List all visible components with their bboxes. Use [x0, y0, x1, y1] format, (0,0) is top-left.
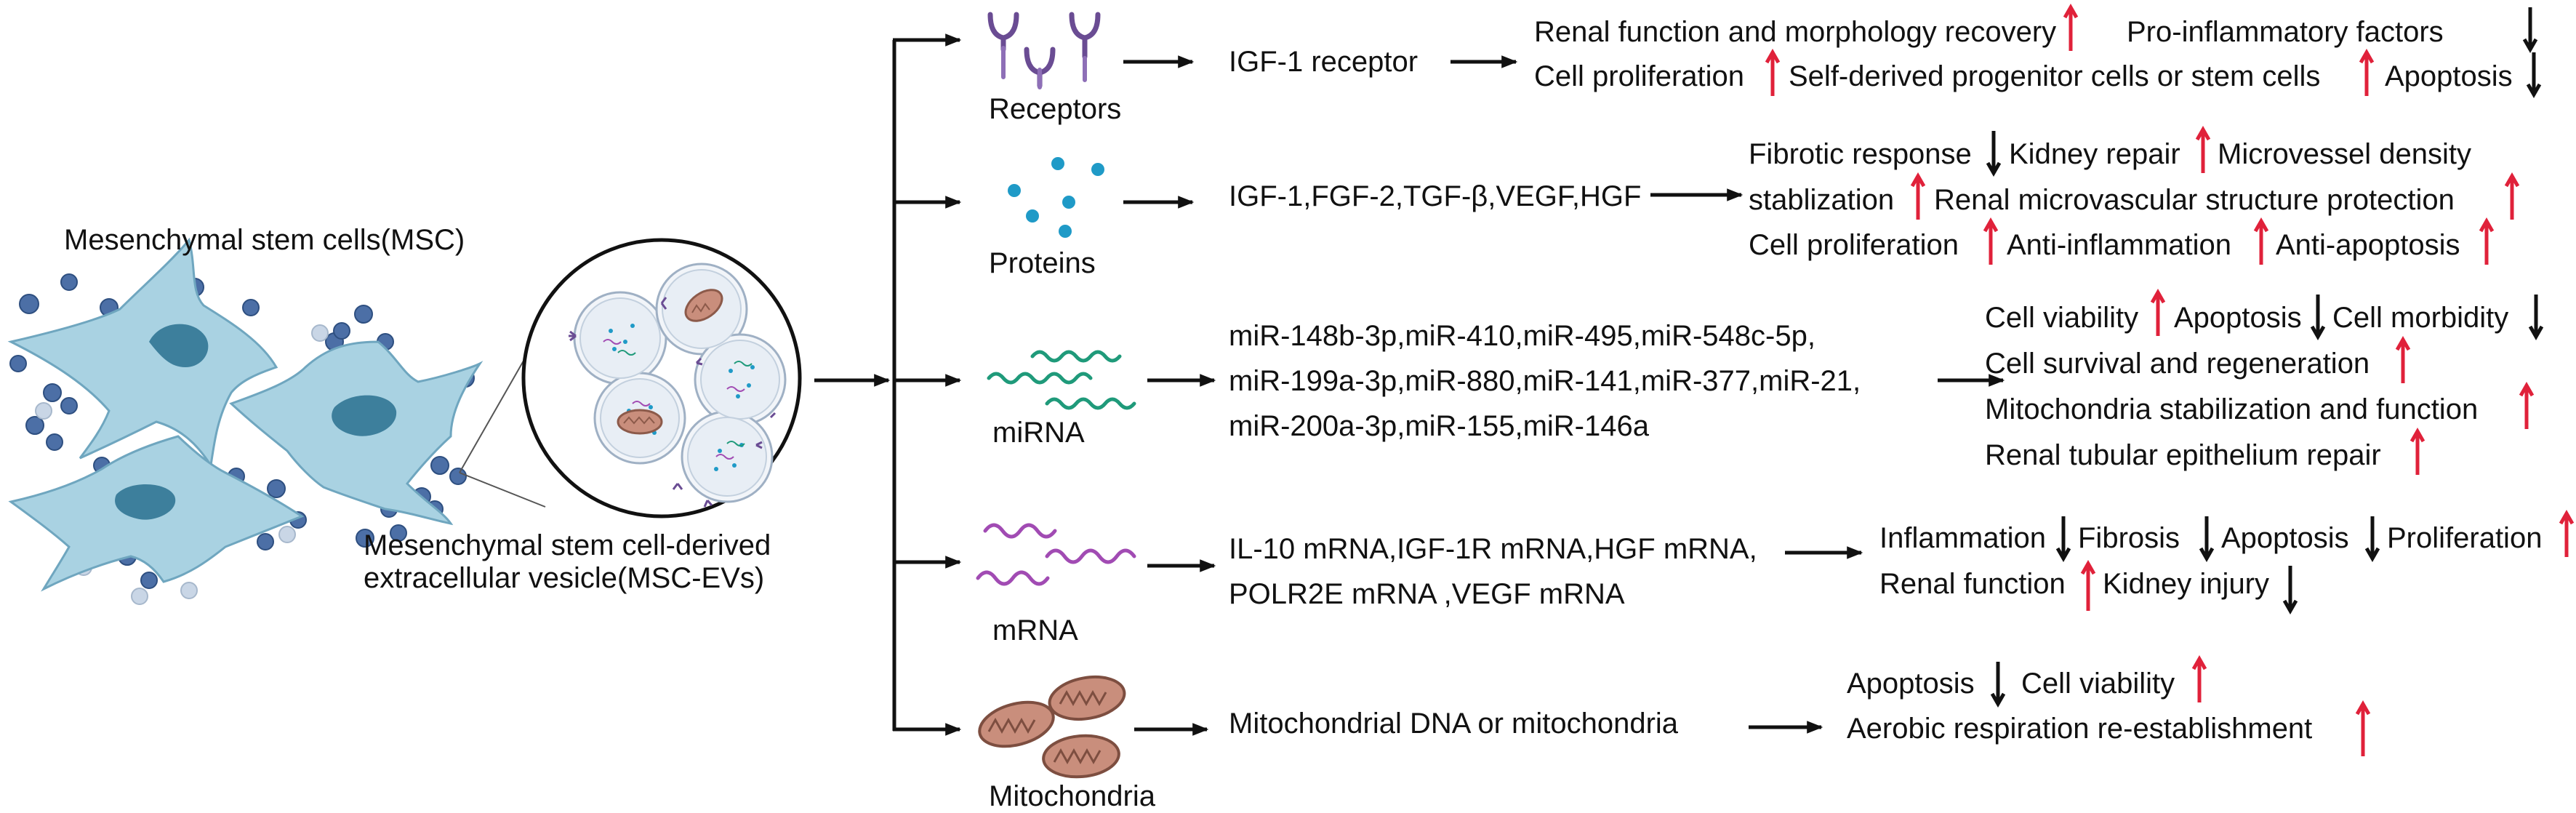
effect-m-a: Inflammation: [1879, 522, 2046, 554]
zoom-line: [459, 341, 535, 473]
up-arrow-icon: [1983, 217, 1999, 265]
cargo-arrows: [1123, 55, 1216, 736]
effect-mi-a: Cell viability: [1985, 302, 2138, 334]
msc-cell: [7, 237, 278, 469]
effect-m-b: Fibrosis: [2078, 522, 2180, 554]
down-arrow-icon: [2199, 516, 2215, 563]
up-arrow-icon: [2504, 172, 2520, 220]
effect-mi-b: Apoptosis: [2174, 302, 2302, 334]
zoom-line: [459, 472, 546, 508]
down-arrow-icon: [2526, 52, 2542, 99]
up-arrow-icon: [2479, 217, 2495, 265]
effect-p-e: Renal microvascular structure protection: [1934, 184, 2455, 216]
effect-r1-e: Apoptosis: [2385, 60, 2513, 92]
effect-p-b: Kidney repair: [2009, 138, 2180, 170]
ev-mitochondrion: [684, 289, 723, 322]
up-arrow-icon: [2355, 700, 2371, 756]
proteins-label: Proteins: [989, 247, 1096, 279]
up-arrow-icon: [2359, 48, 2375, 96]
effect-r1-b: Pro-inflammatory factors: [2127, 16, 2444, 48]
molecule-mrna-1: IL-10 mRNA,IGF-1R mRNA,HGF mRNA,: [1229, 533, 1757, 565]
mitochondria-label: Mitochondria: [989, 780, 1156, 812]
effect-mi-d: Cell survival and regeneration: [1985, 348, 2370, 380]
up-arrow-icon: [2080, 559, 2096, 611]
up-arrow-icon: [2395, 335, 2411, 383]
effect-p-d: stablization: [1749, 184, 1894, 216]
down-arrow-icon: [2522, 7, 2538, 54]
effect-mt-c: Aerobic respiration re-establishment: [1847, 713, 2312, 745]
up-arrow-icon: [2253, 217, 2269, 265]
molecule-mrna-2: POLR2E mRNA ,VEGF mRNA: [1229, 578, 1625, 610]
effect-p-g: Anti-inflammation: [2007, 229, 2231, 261]
molecule-mirna-1: miR-148b-3p,miR-410,miR-495,miR-548c-5p,: [1229, 320, 1815, 352]
effect-mt-a: Apoptosis: [1847, 668, 1975, 700]
down-arrow-icon: [2364, 516, 2380, 563]
up-arrow-icon: [2410, 427, 2425, 475]
molecule-mirna-3: miR-200a-3p,miR-155,miR-146a: [1229, 410, 1650, 442]
mrna-icon: [976, 523, 1136, 586]
molecule-receptors: IGF-1 receptor: [1229, 46, 1418, 78]
effect-p-c: Microvessel density: [2218, 138, 2471, 170]
up-arrow-icon: [2195, 125, 2211, 173]
effect-mt-b: Cell viability: [2021, 668, 2175, 700]
up-arrow-icon: [2191, 654, 2207, 702]
protein-icon: [1008, 157, 1104, 238]
mirna-label: miRNA: [992, 417, 1085, 449]
down-arrow-icon: [1986, 131, 2002, 177]
effect-mi-f: Renal tubular epithelium repair: [1985, 439, 2381, 471]
up-arrow-icon: [1910, 172, 1926, 220]
mitochondria-icon: [978, 675, 1126, 779]
molecule-mitochondria: Mitochondrial DNA or mitochondria: [1229, 708, 1679, 740]
receptors-label: Receptors: [989, 93, 1121, 125]
ev-mitochondrion: [617, 409, 663, 435]
effect-mi-e: Mitochondria stabilization and function: [1985, 393, 2478, 425]
up-arrow-icon: [1765, 48, 1781, 96]
msc-nucleus: [149, 324, 209, 367]
ev-zoom-circle: [521, 238, 802, 518]
ev-label-line2: extracellular vesicle(MSC-EVs): [364, 562, 764, 594]
molecule-mirna-2: miR-199a-3p,miR-880,miR-141,miR-377,miR-…: [1229, 365, 1861, 397]
effect-m-d: Proliferation: [2387, 522, 2542, 554]
ev-label-line1: Mesenchymal stem cell-derived: [364, 529, 771, 561]
effect-p-h: Anti-apoptosis: [2276, 229, 2460, 261]
effect-m-f: Kidney injury: [2103, 568, 2269, 600]
down-arrow-icon: [2055, 516, 2071, 563]
effect-mi-c: Cell morbidity: [2332, 302, 2508, 334]
effect-p-f: Cell proliferation: [1749, 229, 1959, 261]
up-arrow-icon: [2063, 3, 2079, 51]
up-arrow-icon: [2559, 509, 2575, 557]
down-arrow-icon: [2282, 566, 2298, 615]
mrna-label: mRNA: [992, 614, 1078, 646]
effect-r1-c: Cell proliferation: [1534, 60, 1744, 92]
msc-cells-illustration: [7, 237, 483, 605]
up-arrow-icon: [2519, 381, 2535, 429]
mirna-icon: [987, 350, 1136, 410]
msc-nucleus: [115, 484, 176, 520]
molecule-proteins: IGF-1,FGF-2,TGF-β,VEGF,HGF: [1229, 180, 1641, 212]
effect-m-e: Renal function: [1879, 568, 2066, 600]
effect-arrows: [1450, 55, 2005, 734]
effect-p-a: Fibrotic response: [1749, 138, 1972, 170]
msc-label: Mesenchymal stem cells(MSC): [64, 224, 465, 256]
effect-m-c: Apoptosis: [2221, 522, 2349, 554]
branch-connector: [814, 33, 962, 736]
effect-r1-a: Renal function and morphology recovery: [1534, 16, 2056, 48]
receptor-icon: [987, 12, 1101, 89]
down-arrow-icon: [2528, 295, 2544, 341]
effect-r1-d: Self-derived progenitor cells or stem ce…: [1789, 60, 2320, 92]
down-arrow-icon: [2310, 295, 2326, 341]
msc-nucleus: [332, 395, 397, 436]
down-arrow-icon: [1990, 662, 2006, 708]
up-arrow-icon: [2150, 288, 2166, 336]
